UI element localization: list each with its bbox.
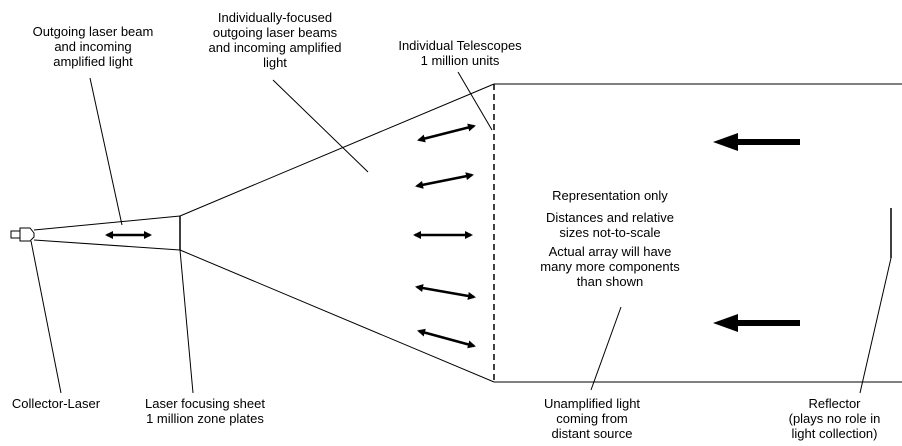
leader-outgoing-beam — [89, 77, 123, 226]
narrow-cone-bottom — [33, 239, 181, 251]
label-reflector: Reflector (plays no role in light collec… — [788, 396, 881, 441]
leader-collector-laser — [30, 240, 62, 394]
label-outgoing-beam: Outgoing laser beam and incoming amplifi… — [32, 24, 154, 69]
label-distances: Distances and relative sizes not-to-scal… — [546, 210, 674, 240]
leader-unamplified — [590, 306, 622, 391]
wide-cone-bottom — [179, 249, 495, 383]
label-focused-beams: Individually-focused outgoing laser beam… — [208, 10, 342, 70]
leader-telescopes — [457, 71, 493, 131]
leader-reflector — [859, 257, 892, 394]
collector-laser-device — [10, 227, 35, 242]
beam-arrow-1 — [417, 123, 476, 143]
label-focusing-sheet: Laser focusing sheet 1 million zone plat… — [145, 396, 265, 426]
label-representation: Representation only — [552, 188, 668, 203]
beam-arrow-5 — [417, 328, 476, 349]
leader-focused-beams — [272, 79, 369, 173]
wide-cone-top — [179, 83, 495, 217]
incoming-light-arrow-bottom — [713, 314, 800, 332]
label-unamplified: Unamplified light coming from distant so… — [543, 396, 641, 441]
label-telescopes: Individual Telescopes 1 million units — [398, 38, 522, 68]
beam-arrow-2 — [415, 172, 474, 189]
narrow-cone-top — [33, 215, 181, 231]
label-collector-laser: Collector-Laser — [11, 396, 101, 411]
label-actual-array: Actual array will have many more compone… — [540, 244, 680, 289]
beam-arrow-4 — [415, 284, 476, 300]
leader-focusing-sheet — [179, 249, 194, 394]
incoming-light-arrow-top — [713, 133, 800, 151]
